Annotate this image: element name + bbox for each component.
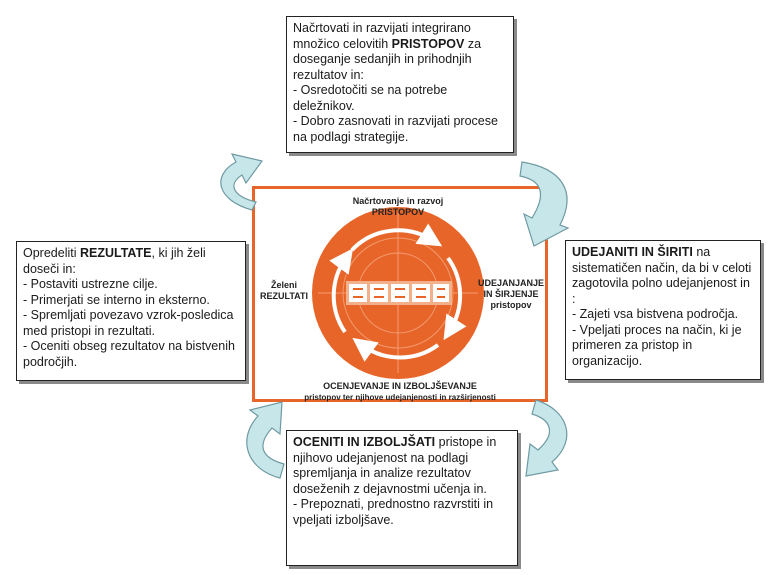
box-udejaniti-post: na sistematičen način, da bi v celoti za… [572,245,752,306]
wheel-arrow-bottom [352,337,440,362]
box-oceniti-post: pristope in njihovo udejanjenost na podl… [293,435,497,496]
box-pristopi-item: - Dobro zasnovati in razvijati procese n… [293,114,498,144]
arrow-upper-left [220,153,264,211]
box-udejaniti-item: - Zajeti vsa bistvena področja. [572,307,739,321]
box-rezultati-post: , ki jih želi doseči in: [23,246,206,276]
box-pristopi-item: - Osredotočiti se na potrebe deležnikov. [293,83,448,113]
box-rezultati-item: - Oceniti obseg rezultatov na bistvenih … [23,339,235,369]
center-label-bottom-line1: OCENJEVANJE IN IZBOLJŠEVANJE [323,381,477,391]
wheel-arrow-left [329,248,354,334]
box-oceniti-keyword: OCENITI IN IZBOLJŠATI [293,435,436,449]
box-udejaniti-item: - Vpeljati proces na način, ki je primer… [572,322,742,368]
arrow-lower-right [525,399,568,477]
outer-arrows [220,153,570,479]
box-rezultati-item: - Primerjati se interno in eksterno. [23,292,210,307]
box-oceniti-item: - Prepoznati, prednostno razvrstiti in v… [293,497,494,527]
box-rezultati-item: - Postaviti ustrezne cilje. [23,277,158,291]
radar-letter-blocks [346,281,452,305]
center-label-right-line2: IN ŠIRJENJE [483,289,539,299]
wheel-arrow-right [443,256,467,341]
center-label-top-line1: Načrtovanje in razvoj [352,196,444,206]
center-label-right-line3: pristopov [490,300,532,310]
center-label-right: UDEJANJANJE IN ŠIRJENJE pristopov [476,278,546,311]
box-pristopi-lead: Načrtovati in razvijati integrirano množ… [293,21,507,83]
center-label-left-line1: Želeni [270,280,297,290]
box-udejaniti: UDEJANITI IN ŠIRITI na sistematičen nači… [565,240,761,380]
center-label-bottom: OCENJEVANJE IN IZBOLJŠEVANJE pristopov t… [262,381,538,403]
arrow-upper-right [519,161,570,247]
center-label-top: Načrtovanje in razvoj PRISTOPOV [318,196,478,218]
box-pristopi-pre: Načrtovati in razvijati integrirano množ… [293,21,471,51]
box-udejaniti-lead: UDEJANITI IN ŠIRITI na sistematičen nači… [572,245,754,307]
box-oceniti-lead: OCENITI IN IZBOLJŠATI pristope in njihov… [293,435,511,497]
center-label-top-line2: PRISTOPOV [371,207,425,217]
box-udejaniti-keyword: UDEJANITI IN ŠIRITI [572,245,693,259]
box-rezultati-item: - Spremljati povezavo vzrok-posledica me… [23,308,234,338]
center-label-right-line1: UDEJANJANJE [477,278,545,288]
box-pristopi-post: za doseganje sedanjih in prihodnjih rezu… [293,36,482,82]
arrow-lower-left [246,401,285,479]
box-rezultati-keyword: REZULTATE [79,246,152,260]
box-pristopi-keyword: PRISTOPOV [391,36,465,51]
center-label-bottom-line2: pristopov ter njihove udejanjenosti in r… [304,393,496,402]
box-pristopi: Načrtovati in razvijati integrirano množ… [286,16,514,153]
wheel-arrows [329,223,467,362]
box-rezultati: Opredeliti REZULTATE, ki jih želi doseči… [16,241,246,381]
center-label-left-line2: REZULTATI [260,291,308,301]
box-oceniti: OCENITI IN IZBOLJŠATI pristope in njihov… [286,430,518,566]
box-rezultati-lead: Opredeliti REZULTATE, ki jih želi doseči… [23,246,239,277]
center-label-left: Želeni REZULTATI [256,280,312,302]
box-rezultati-pre: Opredeliti [23,246,80,260]
wheel-arrow-top [350,223,443,252]
